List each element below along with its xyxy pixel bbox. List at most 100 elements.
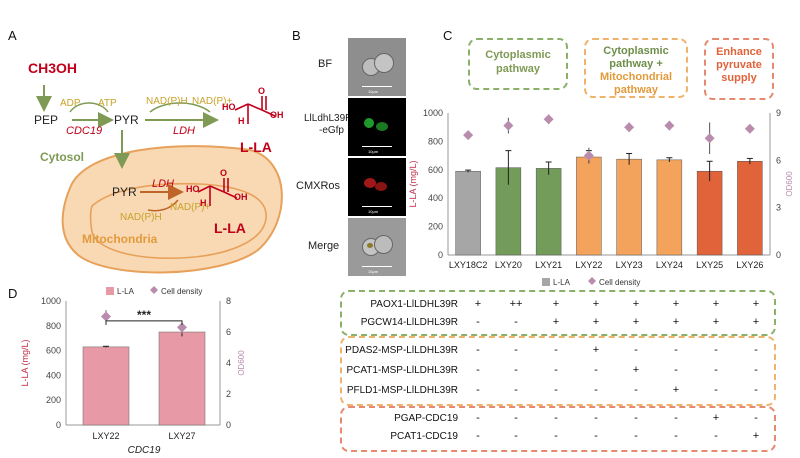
d-xtick: LXY22	[92, 431, 119, 441]
panel-letter-b: B	[292, 28, 301, 43]
construct-cell: -	[674, 364, 678, 376]
table-group-green	[340, 290, 776, 336]
construct-row-label: PFLD1-MSP-LlLDHL39R	[346, 385, 458, 396]
gfp-label: LlLdhL39R-eGfp	[304, 113, 353, 136]
c-ytick: 200	[428, 222, 443, 232]
mitochondria-label: Mitochondria	[82, 232, 158, 246]
d-y2tick: 6	[226, 327, 231, 337]
c-bar	[616, 158, 642, 256]
construct-cell: -	[476, 384, 480, 396]
pyr-mito-label: PYR	[112, 185, 137, 199]
construct-cell: -	[634, 412, 638, 424]
construct-cell: -	[554, 364, 558, 376]
construct-cell: -	[754, 364, 758, 376]
nadp-label-1: NAD(P)+	[192, 96, 233, 107]
lactate-structure-2	[197, 178, 238, 206]
construct-cell: -	[554, 412, 558, 424]
c-ytick: 800	[428, 136, 443, 146]
construct-cell: +	[672, 384, 680, 396]
construct-cell: -	[476, 412, 480, 424]
construct-cell: -	[554, 430, 558, 442]
c-y2tick: 0	[776, 250, 781, 260]
construct-cell: -	[514, 412, 518, 424]
d-legend-lla: L-LA	[117, 287, 135, 296]
construct-cell: -	[714, 430, 718, 442]
construct-row-label: PCAT1-CDC19	[390, 431, 458, 442]
ho-label-1: HO	[222, 102, 236, 112]
c-od-point	[624, 122, 635, 133]
construct-row-label: PDAS2-MSP-LlLDHL39R	[345, 345, 458, 356]
c-legend-lla: L-LA	[553, 278, 571, 287]
construct-cell: +	[474, 298, 482, 310]
construct-cell: -	[674, 344, 678, 356]
bf-label: BF	[318, 58, 333, 70]
pathway-diagram	[36, 85, 283, 274]
arrow-nadph-nadp-2	[147, 199, 179, 212]
oh-label-2: OH	[234, 192, 248, 202]
construct-cell: -	[714, 384, 718, 396]
box-cyto-mito: Cytoplasmic pathway + Mitochondrial path…	[584, 38, 688, 98]
d-significance-bracket	[105, 320, 183, 325]
construct-cell: +	[552, 316, 560, 328]
c-legend-od: Cell density	[599, 278, 640, 287]
c-bar	[656, 159, 683, 256]
construct-row-label: PCAT1-MSP-LlLDHL39R	[346, 365, 458, 376]
c-xtick: LXY22	[575, 260, 602, 270]
construct-cell: +	[752, 316, 760, 328]
construct-cell: +	[712, 316, 720, 328]
construct-cell: -	[754, 384, 758, 396]
d-ytick: 1000	[41, 296, 61, 306]
construct-cell: +	[752, 430, 760, 442]
d-y2tick: 4	[226, 358, 231, 368]
construct-cell: +	[712, 412, 720, 424]
ldh-label-2: LDH	[152, 178, 175, 190]
merge-label: Merge	[308, 240, 340, 252]
construct-cell: -	[754, 412, 758, 424]
table-group-orange	[340, 336, 776, 406]
construct-cell: -	[514, 430, 518, 442]
adp-label: ADP	[60, 98, 81, 109]
construct-cell: -	[674, 430, 678, 442]
d-significance: ***	[137, 308, 151, 322]
construct-cell: -	[594, 412, 598, 424]
mitochondrion-shape	[61, 145, 283, 274]
construct-cell: +	[672, 298, 680, 310]
d-ylabel: L-LA (mg/L)	[20, 339, 30, 386]
c-legend-swatch-lla	[542, 278, 550, 286]
o-label-1: O	[258, 86, 266, 96]
pyr-cytosol-label: PYR	[114, 113, 139, 127]
construct-cell: -	[514, 384, 518, 396]
construct-cell: -	[634, 384, 638, 396]
table-group-red	[340, 406, 776, 452]
construct-cell: +	[672, 316, 680, 328]
d-xtick: LXY27	[168, 431, 195, 441]
panel-letter-a: A	[8, 28, 17, 43]
c-legend-swatch-od	[588, 277, 596, 285]
c-bar	[455, 170, 481, 256]
cdc19-label: CDC19	[66, 125, 103, 137]
construct-cell: +	[592, 344, 600, 356]
construct-cell: -	[476, 316, 480, 328]
construct-row-label: PAOX1-LlLDHL39R	[370, 299, 458, 310]
box-cytoplasmic: Cytoplasmic pathway	[468, 38, 568, 90]
c-od-point	[543, 114, 554, 125]
construct-cell: -	[714, 364, 718, 376]
construct-cell: -	[594, 364, 598, 376]
construct-cell: +	[632, 364, 640, 376]
gfp-image: 10μm	[348, 98, 406, 156]
atp-label: ATP	[98, 98, 117, 109]
c-xtick: LXY18C2	[449, 260, 488, 270]
construct-cell: +	[632, 298, 640, 310]
c-bar	[535, 168, 562, 256]
h-label-1: H	[238, 116, 245, 126]
c-y2tick: 9	[776, 108, 781, 118]
c-od-point	[503, 120, 514, 131]
construct-cell: +	[552, 298, 560, 310]
c-od-point	[463, 130, 474, 141]
d-ytick: 200	[46, 395, 61, 405]
d-xlabel: CDC19	[128, 445, 161, 456]
d-bar	[82, 346, 130, 426]
construct-cell: -	[714, 344, 718, 356]
c-xtick: LXY26	[736, 260, 763, 270]
